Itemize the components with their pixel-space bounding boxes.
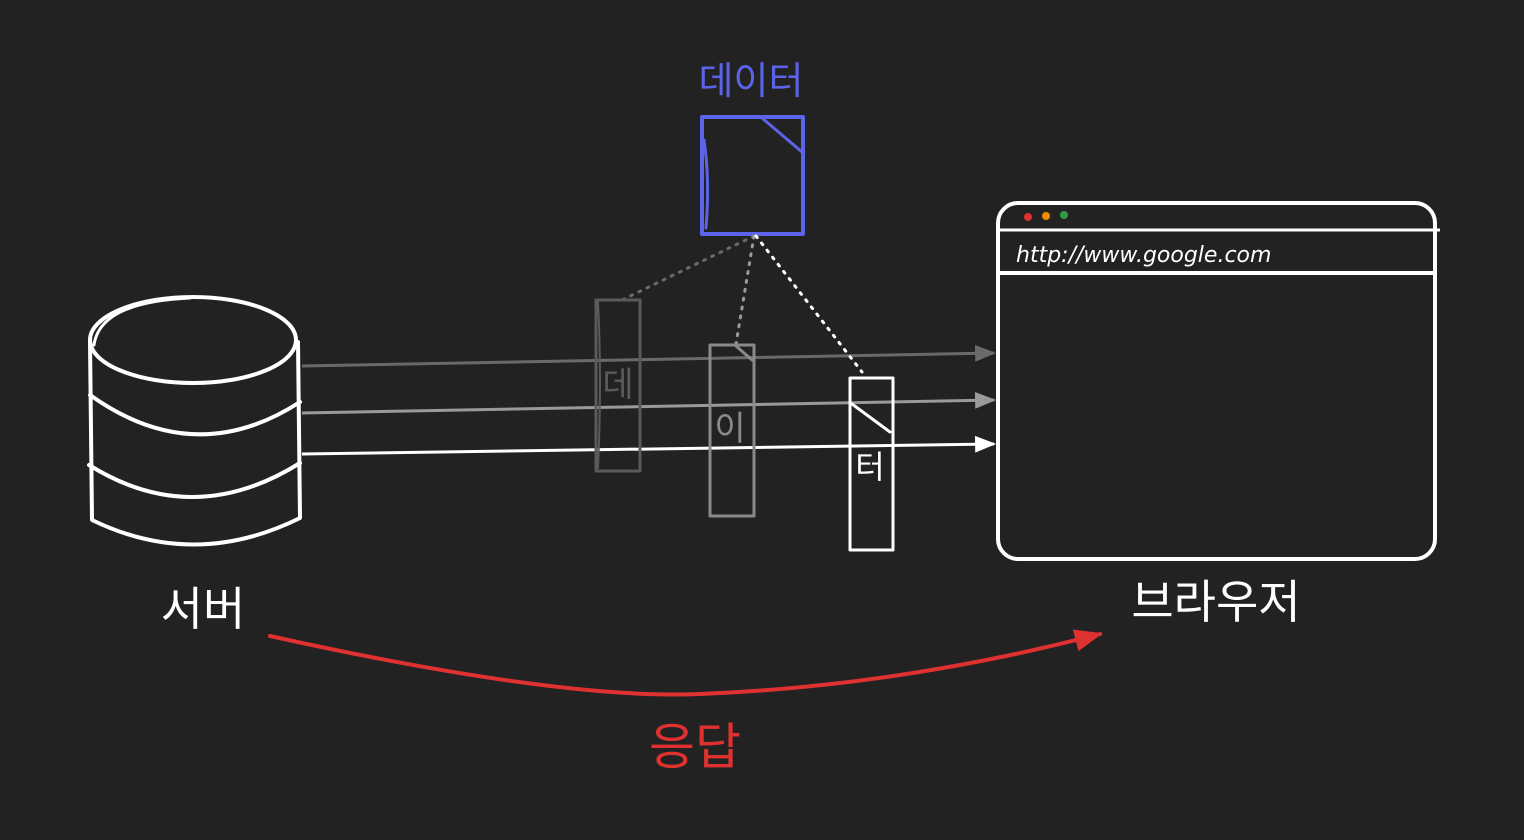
browser-maximize-dot [1060, 211, 1068, 219]
data-file-label: 데이터 [699, 59, 804, 103]
browser-label: 브라우저 [1131, 575, 1300, 629]
response-arrow [268, 629, 1103, 697]
data-chunk-3 [848, 376, 895, 552]
data-arrow-2 [301, 391, 997, 415]
data-chunk-1 [594, 298, 642, 473]
browser-minimize-dot [1042, 212, 1050, 220]
data-chunk-3-label: 터 [855, 448, 884, 486]
data-file-icon [700, 115, 805, 236]
data-chunk-1-label: 데 [602, 365, 633, 405]
browser-window [996, 201, 1440, 561]
connector-chunk-1 [620, 234, 756, 302]
data-arrow-1 [301, 344, 997, 368]
connector-chunk-2 [734, 234, 756, 346]
connector-chunk-3 [754, 234, 864, 374]
data-chunk-2 [708, 343, 756, 518]
browser-url: http://www.google.com [1016, 243, 1271, 268]
browser-close-dot [1024, 213, 1032, 221]
server-database-icon [87, 295, 302, 547]
data-chunk-2-label: 이 [714, 409, 745, 449]
response-label: 응답 [649, 718, 741, 776]
server-label: 서버 [161, 582, 246, 636]
data-arrow-3 [301, 435, 997, 456]
